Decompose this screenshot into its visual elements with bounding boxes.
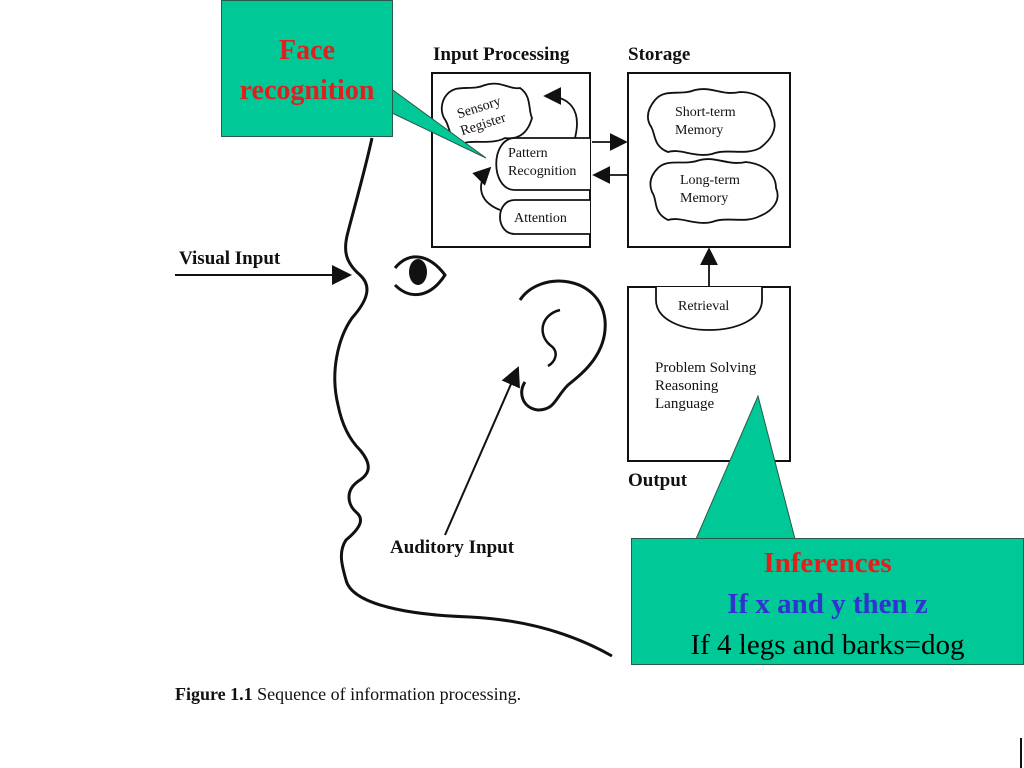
figure-caption-text: Sequence of information processing. xyxy=(257,684,522,704)
inference-callout-pointer xyxy=(695,394,796,540)
svg-text:Pattern: Pattern xyxy=(508,146,548,161)
svg-text:Short-term: Short-term xyxy=(675,105,736,120)
inferences-example: If 4 legs and barks=dog xyxy=(690,629,965,661)
svg-text:Attention: Attention xyxy=(514,211,567,226)
output-function-1: Problem Solving xyxy=(655,360,757,376)
attention-to-pattern-arrow xyxy=(472,166,501,211)
attention-box: Attention xyxy=(499,199,590,235)
auditory-input-label: Auditory Input xyxy=(390,537,515,558)
output-heading: Output xyxy=(628,470,688,491)
pattern-recognition-box: Pattern Recognition xyxy=(495,137,590,191)
output-function-3: Language xyxy=(655,396,714,412)
pattern-to-sensory-arrow xyxy=(543,87,578,139)
retrieval-label: Retrieval xyxy=(678,299,729,314)
face-callout-line-2: recognition xyxy=(239,75,375,106)
inferences-title: Inferences xyxy=(763,547,892,579)
visual-input-label: Visual Input xyxy=(179,248,281,269)
face-recognition-callout: Face recognition xyxy=(221,0,393,137)
inferences-callout: Inferences If x and y then z If 4 legs a… xyxy=(631,538,1024,665)
long-term-memory-box: Long-term Memory xyxy=(649,158,779,224)
input-processing-heading: Input Processing xyxy=(433,44,570,65)
head-profile-outline xyxy=(333,137,613,658)
output-function-2: Reasoning xyxy=(655,378,719,394)
storage-box xyxy=(627,72,791,248)
storage-heading: Storage xyxy=(628,44,690,65)
auditory-input-arrow xyxy=(444,366,520,536)
figure-caption-label: Figure 1.1 xyxy=(175,684,253,704)
face-callout-line-1: Face xyxy=(279,35,335,66)
svg-text:Long-term: Long-term xyxy=(680,173,740,188)
sensory-register-box: Sensory Register xyxy=(440,82,533,147)
short-term-memory-box: Short-term Memory xyxy=(647,88,776,156)
figure-caption: Figure 1.1 Sequence of information proce… xyxy=(175,684,521,705)
svg-text:Memory: Memory xyxy=(680,191,728,206)
retrieval-box xyxy=(655,287,763,331)
svg-text:Recognition: Recognition xyxy=(508,164,576,179)
ear-icon xyxy=(518,279,607,412)
svg-text:Memory: Memory xyxy=(675,123,723,138)
eye-icon xyxy=(393,255,447,297)
inferences-rule: If x and y then z xyxy=(727,588,928,620)
